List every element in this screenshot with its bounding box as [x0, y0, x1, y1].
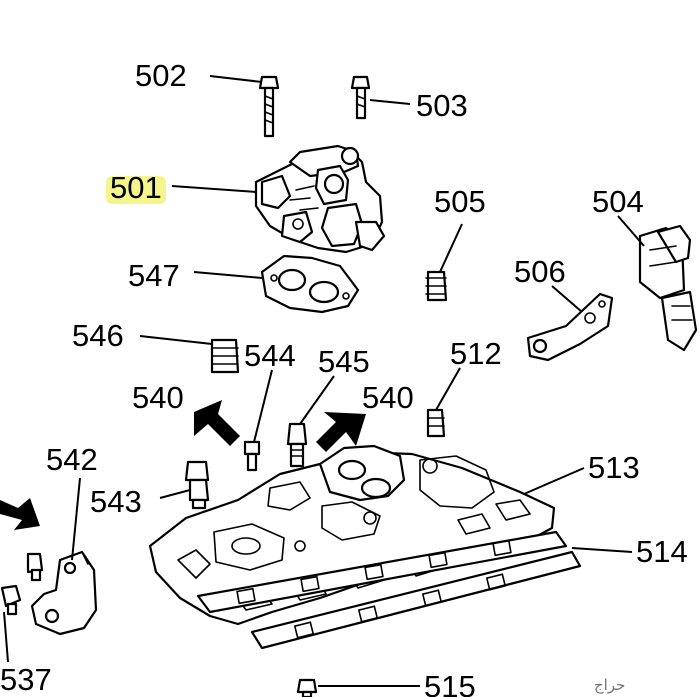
callout-502: 502: [135, 58, 187, 93]
callout-506: 506: [514, 254, 566, 289]
callout-544: 544: [244, 338, 296, 373]
part-545-stud: 545: [286, 344, 370, 468]
leader-501: [171, 185, 257, 193]
leader-545: [299, 375, 335, 425]
callout-542: 542: [46, 442, 98, 477]
part-502-bolt: 502: [135, 58, 280, 138]
callout-512: 512: [450, 336, 502, 371]
leader-546: [139, 335, 213, 345]
leader-513: [523, 467, 585, 495]
part-501-throttle-body: 501: [106, 144, 386, 254]
part-514-gaskets: 514: [196, 530, 688, 650]
highlight-mark: [106, 176, 166, 204]
leader-544: [253, 369, 273, 443]
callout-543: 543: [90, 484, 142, 519]
part-505-grommet: 505: [425, 184, 486, 302]
arrow-540-left: 540: [132, 380, 240, 446]
part-503-bolt: 503: [350, 75, 468, 123]
part-547-gasket: 547: [128, 254, 360, 314]
leader-543: [159, 489, 191, 499]
leader-503: [369, 99, 411, 105]
part-542-bracket: 542: [30, 442, 98, 636]
part-544-bolt: 544: [243, 338, 296, 472]
leader-506: [551, 285, 583, 313]
leader-514: [571, 547, 633, 553]
callout-515: 515: [424, 669, 476, 697]
leader-512: [435, 367, 461, 411]
leader-502: [209, 75, 263, 83]
callout-503: 503: [416, 88, 468, 123]
leader-542: [71, 477, 81, 561]
watermark: حراج: [594, 676, 625, 695]
callout-540-right: 540: [362, 380, 414, 415]
callout-501: 501: [110, 170, 162, 205]
callout-546: 546: [72, 318, 124, 353]
part-543-sensor: 543: [90, 460, 210, 519]
leader-547: [193, 271, 263, 279]
part-546-grommet: 546: [72, 318, 240, 374]
callout-537: 537: [0, 662, 52, 697]
callout-513: 513: [588, 450, 640, 485]
callout-540-left: 540: [132, 380, 184, 415]
callout-505: 505: [434, 184, 486, 219]
arrow-540-right: 540: [316, 380, 414, 452]
part-506-bracket: 506: [514, 254, 614, 362]
arrow-left-edge: [0, 498, 40, 530]
callout-547: 547: [128, 258, 180, 293]
part-515-bolt: 515: [296, 669, 476, 697]
part-537-fasteners: 537: [0, 552, 52, 697]
leader-505: [439, 223, 463, 273]
part-504-sensor: 504: [592, 184, 698, 352]
leader-504: [617, 215, 645, 247]
callout-514: 514: [636, 534, 688, 569]
callout-504: 504: [592, 184, 644, 219]
leader-537: [3, 611, 9, 663]
callout-545: 545: [318, 344, 370, 379]
part-512-grommet: 512: [426, 336, 502, 438]
